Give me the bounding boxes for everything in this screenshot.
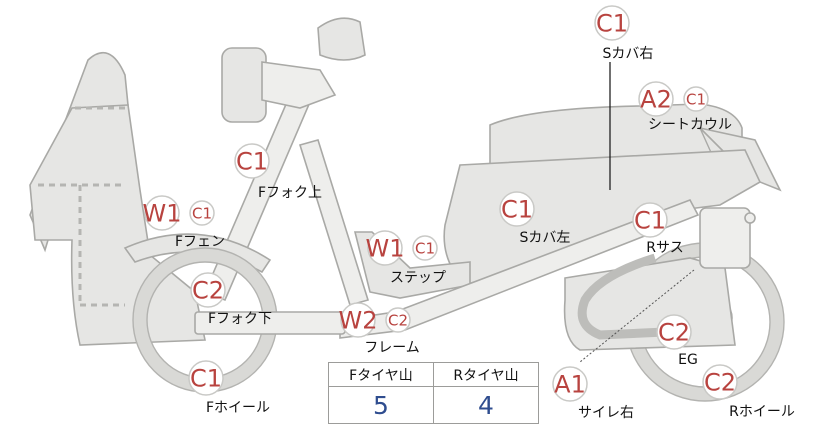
rear-suspension-shape [699, 207, 751, 269]
annotation-frame: W2 C2 フレーム [339, 302, 420, 356]
front-tread-header: Fタイヤ山 [328, 362, 434, 387]
grade-badge-text: A1 [554, 371, 586, 399]
grade-badge-circle [340, 302, 376, 338]
scooter-illustration [29, 17, 785, 402]
grade-badge-circle [683, 86, 709, 112]
grade-badge-circle [385, 307, 411, 333]
grade-badge-circle [367, 230, 403, 266]
handlebar-shape [261, 61, 337, 109]
grade-badge-circle [656, 314, 692, 350]
grade-badge-text: W1 [143, 200, 182, 228]
leader-lines [579, 62, 695, 363]
grade-badge-text: C2 [704, 369, 736, 397]
rear-tread-value: 4 [433, 386, 539, 424]
grade-badge-text: C1 [686, 90, 706, 108]
part-label-r-wheel: Rホイール [729, 404, 795, 420]
grade-badge-circle [632, 202, 668, 238]
annotation-seat-cowl: A2 C1 シートカウル [638, 81, 732, 133]
grade-badge-circle [702, 364, 738, 400]
part-label-frame: フレーム [364, 340, 420, 356]
annotation-step: W1 C1 ステップ [366, 230, 446, 286]
part-label-step: ステップ [390, 270, 446, 286]
rear-tread-header: Rタイヤ山 [433, 362, 539, 387]
part-label-muffler-right: サイレ右 [578, 405, 634, 421]
grade-badge-circle [499, 191, 535, 227]
part-label-f-fender: Fフェン [175, 234, 225, 250]
tread-table-value-row: 5 4 [328, 386, 539, 424]
part-label-f-wheel: Fホイール [206, 400, 270, 416]
grade-badge-circle [412, 235, 438, 261]
grade-badge-text: C2 [658, 319, 690, 347]
grade-badge-text: C1 [192, 204, 212, 222]
grade-badge-text: W2 [339, 307, 378, 335]
part-label-f-fork-upper: Fフォク上 [258, 185, 322, 201]
grade-badge-circle [638, 81, 674, 117]
grade-badge-text: C2 [192, 277, 224, 305]
grade-badge-text: C1 [501, 196, 533, 224]
leader-muffler [579, 269, 695, 363]
part-label-engine: EG [678, 352, 698, 368]
frame-upper-rail [298, 139, 370, 306]
part-label-f-fork-lower: Fフォク下 [208, 311, 272, 327]
grade-badge-text: W1 [366, 235, 405, 263]
mirror-shape [317, 17, 366, 61]
grade-badge-text: C2 [388, 311, 408, 329]
grade-badge-text: C1 [634, 207, 666, 235]
headlight-shape [221, 47, 267, 123]
grade-badge-text: A2 [640, 86, 672, 114]
tread-table-header-row: Fタイヤ山 Rタイヤ山 [328, 362, 539, 387]
grade-badge-circle [552, 366, 588, 402]
grade-badge-text: C1 [190, 365, 222, 393]
grade-badge-text: C1 [236, 148, 268, 176]
tire-tread-table: Fタイヤ山 Rタイヤ山 5 4 [328, 362, 539, 424]
front-tread-value: 5 [328, 386, 434, 424]
leg-shield-shape [29, 104, 206, 346]
grade-badge-circle [594, 5, 630, 41]
grade-badge-text: C1 [415, 239, 435, 257]
annotation-muffler-right: A1 サイレ右 [552, 366, 634, 421]
grade-badge-circle [234, 143, 270, 179]
grade-badge-text: C1 [596, 10, 628, 38]
front-fender-shape [123, 233, 272, 274]
part-label-s-cover-right: Sカバ右 [603, 46, 654, 62]
grade-badge-circle [144, 195, 180, 231]
part-label-s-cover-left: Sカバ左 [520, 230, 571, 246]
grade-badge-circle [190, 272, 226, 308]
part-label-seat-cowl: シートカウル [648, 117, 732, 133]
grade-badge-circle [188, 360, 224, 396]
exhaust-pipe-shape [577, 253, 666, 340]
grade-badge-circle [189, 200, 215, 226]
part-label-r-suspension: Rサス [646, 240, 683, 256]
